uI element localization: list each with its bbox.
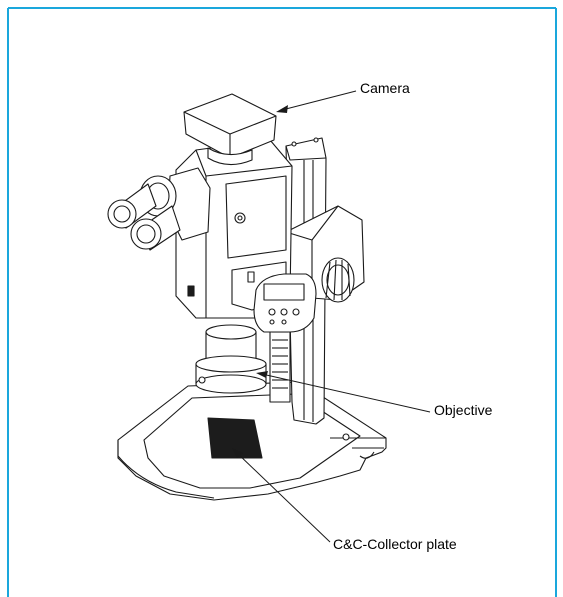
objective-barrel [195, 324, 267, 394]
microscope-drawing [107, 93, 387, 501]
collector-plate-square [207, 417, 263, 459]
label-collector-plate: C&C-Collector plate [333, 536, 457, 552]
leader-lines [235, 90, 431, 543]
focus-knob [321, 257, 355, 303]
leader-arrowheads [232, 105, 288, 458]
leader-camera [281, 90, 357, 111]
label-objective: Objective [434, 402, 493, 418]
label-camera: Camera [360, 80, 410, 96]
leader-objective [261, 373, 431, 413]
eyepieces [107, 167, 211, 251]
leader-collector-plate [235, 451, 331, 543]
figure-frame [7, 7, 557, 597]
control-panel [253, 273, 317, 333]
camera-unit [183, 93, 277, 166]
